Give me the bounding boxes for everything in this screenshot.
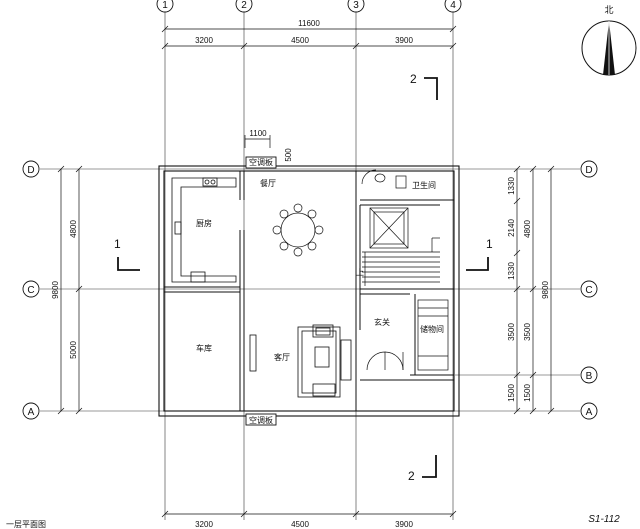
axis-label-3: 3 <box>353 0 359 11</box>
axis-label-D-right: D <box>585 165 592 176</box>
foyer-label: 玄关 <box>374 317 390 327</box>
dim-left-seg-1: 4800 <box>69 220 78 238</box>
interior-walls <box>164 171 454 411</box>
dim-top-total: 11600 <box>298 19 320 28</box>
axis-label-A-left: A <box>28 407 35 418</box>
axis-label-2: 2 <box>241 0 247 11</box>
dim-right-outer-1: 4800 <box>523 220 532 238</box>
axis-label-4: 4 <box>450 0 456 11</box>
dim-right-inner-2: 2140 <box>507 219 516 237</box>
axis-bubble-D-left <box>22 160 40 178</box>
stair-up-label: 上 <box>356 268 364 277</box>
north-arrow <box>581 20 637 76</box>
axis-bubble-D-right <box>580 160 598 178</box>
bathroom-label: 卫生间 <box>412 180 436 190</box>
dim-right-inner-5: 1500 <box>507 384 516 402</box>
dim-right-outer-2: 3500 <box>523 323 532 341</box>
dim-top-seg-3: 3900 <box>395 36 413 45</box>
axis-grid-lines <box>40 12 580 520</box>
axis-bubble-A-left <box>22 402 40 420</box>
axis-bubble-2 <box>235 0 253 13</box>
section-1-label-right: 1 <box>486 237 493 251</box>
dim-bottom-seg-3: 3900 <box>395 520 413 529</box>
kitchen-counters <box>171 177 237 283</box>
axis-bubble-3 <box>347 0 365 13</box>
dim-right-total: 9800 <box>541 281 550 299</box>
axis-label-B-right: B <box>586 371 593 382</box>
garage-label: 车库 <box>196 343 212 353</box>
section-2-label-top: 2 <box>410 72 417 86</box>
dim-right-inner-3: 1330 <box>507 262 516 280</box>
kitchen-label: 厨房 <box>196 218 212 228</box>
axis-bubbles <box>22 0 598 420</box>
dim-opening-500: 500 <box>284 148 293 162</box>
axis-bubble-4 <box>444 0 462 13</box>
axis-label-1: 1 <box>162 0 168 11</box>
section-2-label-bottom: 2 <box>408 469 415 483</box>
dim-opening-1100: 1100 <box>249 129 267 138</box>
axis-bubble-A-right <box>580 402 598 420</box>
top-dimension-lines <box>161 25 457 50</box>
ac-board-top-label: 空调板 <box>249 157 273 167</box>
foyer-doors <box>366 299 449 371</box>
bottom-dimension-lines <box>161 510 457 518</box>
dim-top-seg-1: 3200 <box>195 36 213 45</box>
dining-label: 餐厅 <box>260 179 276 188</box>
living-label: 客厅 <box>274 352 290 362</box>
axis-bubble-1 <box>156 0 174 13</box>
axis-bubble-labels: 1 2 3 4 D C A D C B A <box>27 0 592 418</box>
right-dimension-lines <box>513 165 555 415</box>
dim-top-seg-2: 4500 <box>291 36 309 45</box>
axis-label-C-right: C <box>585 285 592 296</box>
dim-left-seg-2: 5000 <box>69 341 78 359</box>
sheet-number: S1-112 <box>588 514 620 525</box>
ac-board-bottom-label: 空调板 <box>249 415 273 425</box>
dim-left-total: 9800 <box>51 281 60 299</box>
bathroom-fixtures <box>361 169 407 189</box>
drawing-title: 一层平面图 <box>6 520 46 529</box>
staircase <box>362 207 440 286</box>
axis-label-C-left: C <box>27 285 34 296</box>
dim-right-outer-3: 1500 <box>523 384 532 402</box>
axis-bubble-C-right <box>580 280 598 298</box>
axis-label-D-left: D <box>27 165 34 176</box>
dim-right-inner-4: 3500 <box>507 323 516 341</box>
section-1-label-left: 1 <box>114 237 121 251</box>
north-label: 北 <box>604 5 613 16</box>
storage-label: 储物间 <box>420 324 444 334</box>
axis-bubble-C-left <box>22 280 40 298</box>
exterior-walls <box>158 165 460 417</box>
axis-label-A-right: A <box>586 407 593 418</box>
ac-boards <box>245 156 277 426</box>
living-sofa-set <box>249 324 352 398</box>
dining-table <box>272 203 324 257</box>
dim-right-inner-1: 1330 <box>507 177 516 195</box>
axis-bubble-B-right <box>580 366 598 384</box>
dim-bottom-seg-1: 3200 <box>195 520 213 529</box>
opening-dimension <box>244 135 271 148</box>
left-dimension-lines <box>57 165 83 415</box>
dim-bottom-seg-2: 4500 <box>291 520 309 529</box>
section-marks <box>117 77 489 478</box>
